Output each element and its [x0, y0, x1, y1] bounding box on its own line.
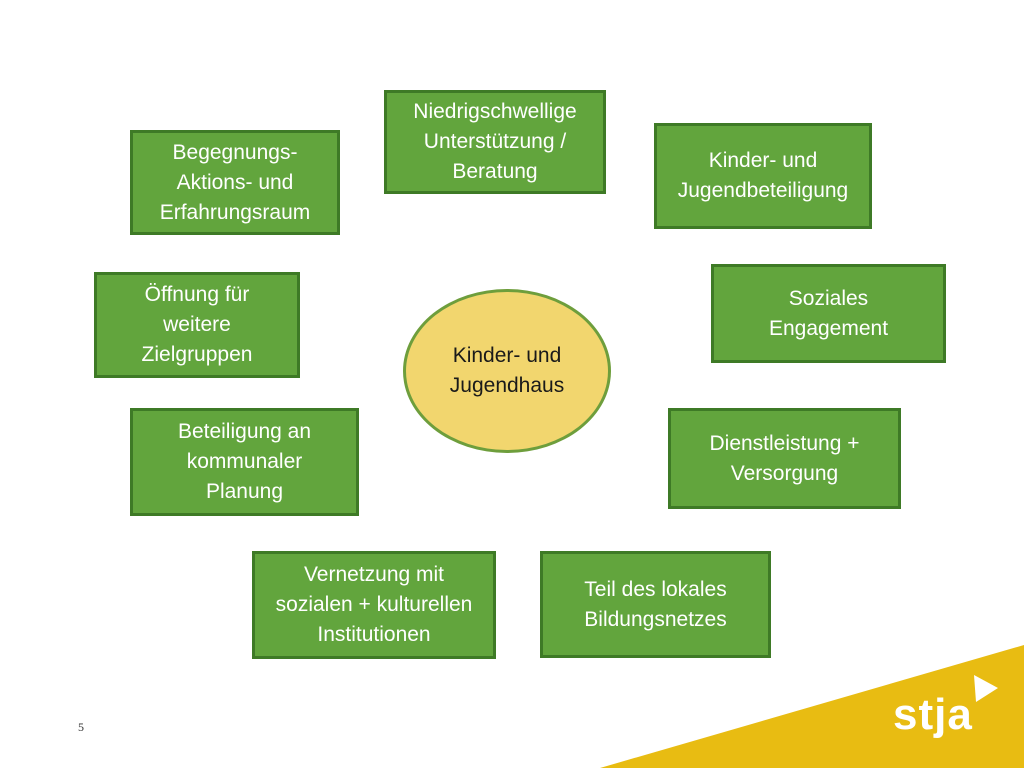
node-soziales-engagement: Soziales Engagement [711, 264, 946, 363]
stja-logo: stja [893, 690, 973, 739]
node-kommunale-planung: Beteiligung an kommunaler Planung [130, 408, 359, 516]
node-bildungsnetz: Teil des lokales Bildungsnetzes [540, 551, 771, 658]
logo-arrow-icon [974, 675, 998, 702]
node-vernetzung: Vernetzung mit sozialen + kulturellen In… [252, 551, 496, 659]
node-dienstleistung: Dienstleistung + Versorgung [668, 408, 901, 509]
node-begegnungsraum: Begegnungs- Aktions- und Erfahrungsraum [130, 130, 340, 235]
node-kinder-jugendbeteiligung: Kinder- und Jugendbeteiligung [654, 123, 872, 229]
center-node-jugendhaus: Kinder- und Jugendhaus [403, 289, 611, 453]
node-zielgruppen: Öffnung für weitere Zielgruppen [94, 272, 300, 378]
page-number: 5 [78, 720, 84, 734]
node-niedrigschwellige: Niedrigschwellige Unterstützung / Beratu… [384, 90, 606, 194]
